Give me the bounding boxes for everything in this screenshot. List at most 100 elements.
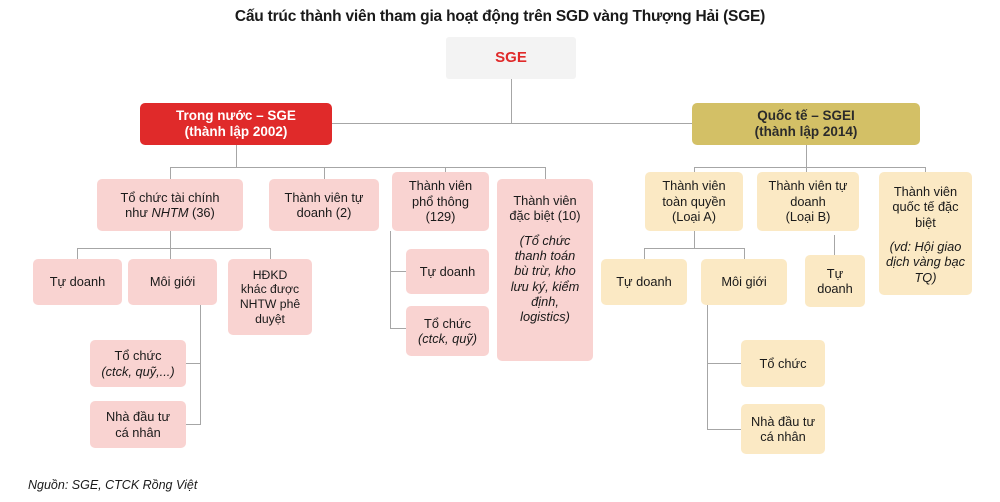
node-general-proprietary-label: Tự doanh xyxy=(419,263,476,279)
node-domestic-line2: (thành lập 2002) xyxy=(184,124,288,139)
node-fin-broker-indiv-line1: Nhà đầu tư xyxy=(105,409,171,425)
node-full-member-line2: toàn quyền xyxy=(662,193,726,209)
connector-finorg-stem xyxy=(170,231,171,248)
node-proprietary-member-line1: Thành viên tự xyxy=(284,189,364,205)
node-intl-proprietary-member[interactable]: Thành viên tự doanh (Loại B) xyxy=(757,172,859,231)
node-special-member-line1: Thành viên xyxy=(513,193,577,208)
node-fin-other-line4: duyệt xyxy=(255,311,285,326)
node-fin-other-line2: khác được xyxy=(240,282,300,297)
node-full-broker[interactable]: Môi giới xyxy=(701,259,787,305)
node-fin-proprietary-label: Tự doanh xyxy=(49,274,106,290)
node-domestic-sge[interactable]: Trong nước – SGE (thành lập 2002) xyxy=(140,103,332,145)
node-general-member-line2: phổ thông xyxy=(412,193,469,209)
node-intl-prop-child-line2: doanh xyxy=(817,281,853,296)
connector-intl-stem xyxy=(806,145,807,167)
node-fin-other-line3: NHTW phê xyxy=(239,297,301,311)
node-intl-special-it3: TQ) xyxy=(914,269,937,285)
page-title: Cấu trúc thành viên tham gia hoạt động t… xyxy=(234,8,766,25)
node-intl-prop-member-line1: Thành viên tự xyxy=(768,178,848,194)
connector-fullbroker-to-org xyxy=(707,363,741,364)
node-domestic-line1: Trong nước – SGE xyxy=(176,107,296,123)
node-intl-special-it1: (vd: Hội giao xyxy=(889,239,962,255)
connector-intl-bus xyxy=(694,167,925,168)
node-fin-broker-label: Môi giới xyxy=(149,274,196,290)
connector-broker-stem xyxy=(200,305,201,424)
node-fin-other-line1: HĐKD xyxy=(252,267,288,282)
node-general-organization-line1: Tổ chức xyxy=(424,315,471,331)
node-sge-root[interactable]: SGE xyxy=(446,37,576,79)
connector-full-to-prop xyxy=(644,248,645,259)
connector-propb-stem xyxy=(834,235,835,255)
node-intl-special-line1: Thành viên xyxy=(893,184,958,199)
node-financial-organization-line2: như NHTM (36) xyxy=(101,205,239,220)
node-intl-proprietary-child[interactable]: Tự doanh xyxy=(805,255,865,307)
node-full-broker-org-label: Tổ chức xyxy=(759,355,807,371)
connector-root-bus-left xyxy=(236,123,512,124)
node-fin-broker-indiv-line2: cá nhân xyxy=(115,424,161,440)
connector-full-bus xyxy=(644,248,745,249)
node-general-organization[interactable]: Tổ chức (ctck, quỹ) xyxy=(406,306,489,356)
node-full-broker-individual[interactable]: Nhà đầu tư cá nhân xyxy=(741,404,825,454)
node-intl-special-member[interactable]: Thành viên quốc tế đặc biệt (vd: Hội gia… xyxy=(879,172,972,295)
connector-finorg-to-prop xyxy=(77,248,78,259)
fin-org-pre: như xyxy=(125,205,152,220)
connector-finorg-to-broker xyxy=(170,248,171,259)
node-proprietary-member-line2: doanh (2) xyxy=(296,205,352,220)
node-intl-special-line3: biệt xyxy=(915,214,936,230)
connector-domestic-bus xyxy=(170,167,545,168)
node-full-broker-label: Môi giới xyxy=(721,274,767,290)
connector-broker-to-org xyxy=(183,363,201,364)
node-international-line1: Quốc tế – SGEI xyxy=(757,107,855,123)
node-full-member[interactable]: Thành viên toàn quyền (Loại A) xyxy=(645,172,743,231)
connector-finorg-bus xyxy=(77,248,270,249)
node-full-member-line3: (Loại A) xyxy=(671,209,717,225)
fin-org-post: (36) xyxy=(188,205,215,220)
node-intl-prop-child-line1: Tự xyxy=(826,265,844,281)
node-full-broker-indiv-line2: cá nhân xyxy=(760,429,806,444)
connector-broker-to-indiv xyxy=(183,424,201,425)
node-special-member-line2: đặc biệt (10) xyxy=(509,208,581,224)
connector-general-stem xyxy=(390,231,391,328)
connector-full-stem xyxy=(694,231,695,248)
node-fin-broker-org-line1: Tổ chức xyxy=(114,348,162,364)
node-full-proprietary[interactable]: Tự doanh xyxy=(601,259,687,305)
connector-domestic-to-finorg xyxy=(170,167,171,179)
node-fin-broker-individual[interactable]: Nhà đầu tư cá nhân xyxy=(90,401,186,448)
node-sge-root-label: SGE xyxy=(495,49,527,66)
node-international-sgei[interactable]: Quốc tế – SGEI (thành lập 2014) xyxy=(692,103,920,145)
node-full-broker-indiv-line1: Nhà đầu tư xyxy=(750,413,816,429)
node-intl-prop-member-line3: (Loại B) xyxy=(785,209,831,225)
node-financial-organization-line1: Tổ chức tài chính xyxy=(120,189,220,205)
connector-domestic-to-special xyxy=(545,167,546,179)
node-general-proprietary[interactable]: Tự doanh xyxy=(406,249,489,294)
fin-org-italic: NHTM xyxy=(151,205,189,220)
node-general-organization-line2: (ctck, quỹ) xyxy=(417,331,478,346)
connector-fullbroker-to-indiv xyxy=(707,429,741,430)
connector-full-to-broker xyxy=(744,248,745,259)
node-fin-broker-org-line2: (ctck, quỹ,...) xyxy=(101,363,175,379)
node-fin-broker-organization[interactable]: Tổ chức (ctck, quỹ,...) xyxy=(90,340,186,387)
node-fin-proprietary[interactable]: Tự doanh xyxy=(33,259,122,305)
connector-fullbroker-stem xyxy=(707,299,708,429)
node-proprietary-member[interactable]: Thành viên tự doanh (2) xyxy=(269,179,379,231)
node-special-member-it3: bù trừ, kho xyxy=(514,263,576,279)
node-special-member-it2: thanh toán xyxy=(514,248,576,264)
node-special-member[interactable]: Thành viên đặc biệt (10) (Tổ chức thanh … xyxy=(497,179,593,361)
source-note: Nguồn: SGE, CTCK Rồng Việt xyxy=(28,478,198,492)
node-intl-prop-member-line2: doanh xyxy=(790,193,826,209)
node-fin-broker[interactable]: Môi giới xyxy=(128,259,217,305)
node-fin-other-business[interactable]: HĐKD khác được NHTW phê duyệt xyxy=(228,259,312,335)
node-general-member[interactable]: Thành viên phổ thông (129) xyxy=(392,172,489,231)
node-special-member-it6: logistics) xyxy=(520,309,570,325)
connector-root-stem xyxy=(511,79,512,123)
node-full-broker-organization[interactable]: Tổ chức xyxy=(741,340,825,387)
connector-domestic-stem xyxy=(236,145,237,167)
connector-root-bus-right xyxy=(511,123,806,124)
node-financial-organization[interactable]: Tổ chức tài chính như NHTM (36) xyxy=(97,179,243,231)
node-special-member-it5: định, xyxy=(531,294,559,310)
node-special-member-it1: (Tổ chức xyxy=(519,232,571,248)
connector-general-to-prop xyxy=(390,271,406,272)
node-international-line2: (thành lập 2014) xyxy=(754,124,858,139)
connector-finorg-to-other xyxy=(270,248,271,259)
